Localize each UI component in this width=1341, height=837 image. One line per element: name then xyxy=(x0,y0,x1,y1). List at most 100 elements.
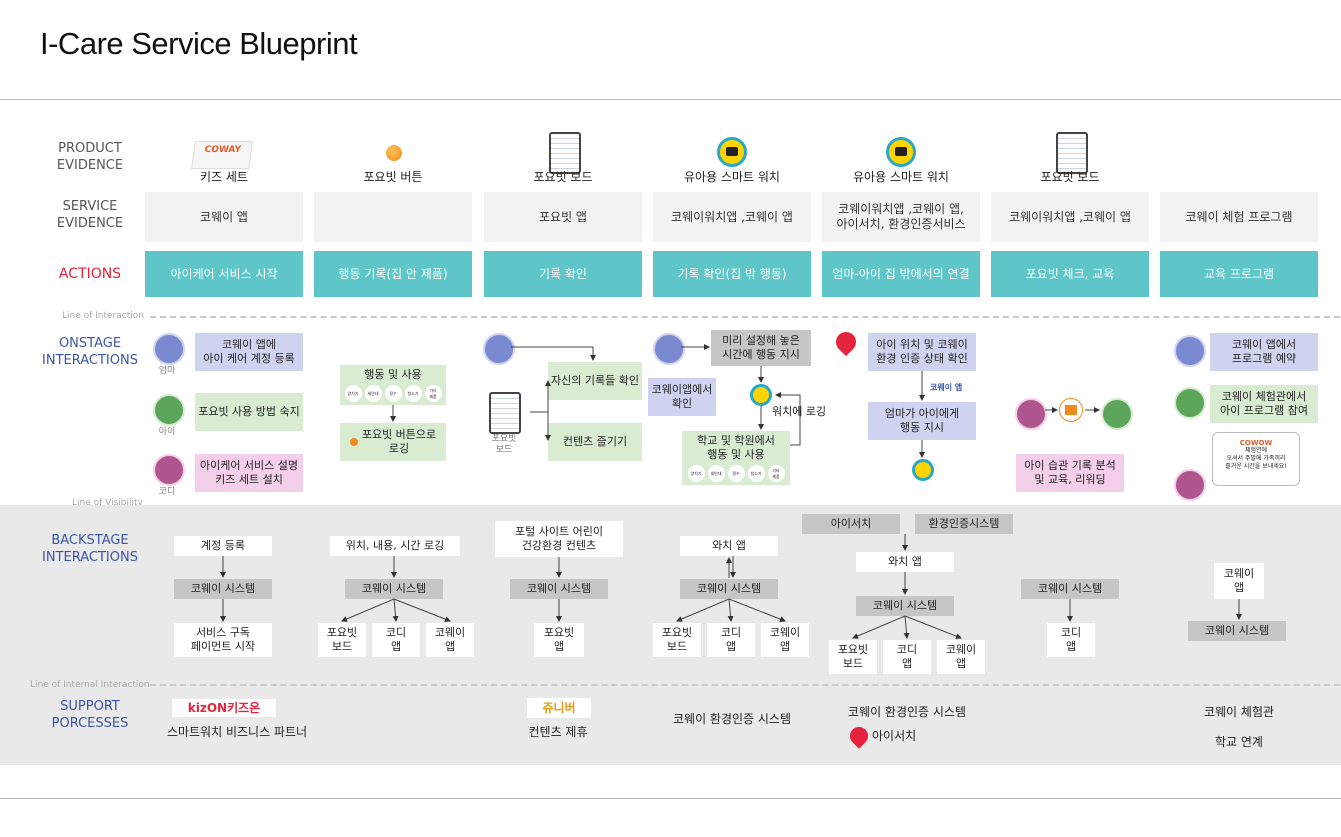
action-cell: 행동 기록(집 안 제품) xyxy=(314,251,472,297)
bottom-divider xyxy=(0,798,1341,799)
onstage-card: 코웨이 체험관에서 아이 프로그램 참여 xyxy=(1210,385,1318,423)
poyobit-button-icon xyxy=(386,145,402,161)
smartwatch-icon xyxy=(912,459,934,481)
coway-logo: COWOW xyxy=(1239,439,1273,447)
onstage-card: 미리 설정해 놓은 시간에 행동 지시 xyxy=(711,330,811,366)
product-evidence-label: 유아용 스마트 워치 xyxy=(684,169,780,184)
school-use-label: 학교 및 학원에서 행동 및 사용 xyxy=(697,434,775,461)
service-evidence-cell: 포요빗 앱 xyxy=(484,192,642,242)
button-logging-label: 포요빗 버튼으로 로깅 xyxy=(361,428,437,455)
action-cell: 기록 확인(집 밖 행동) xyxy=(653,251,811,297)
backstage-node: 코웨이 시스템 xyxy=(680,579,778,599)
backstage-node: 코웨이 시스템 xyxy=(1188,621,1286,641)
persona-label-mom: 엄마 xyxy=(158,366,176,376)
row-label-backstage: BACKSTAGE INTERACTIONS xyxy=(42,533,138,565)
smartwatch-icon xyxy=(886,137,916,167)
backstage-node: 코웨이 시스템 xyxy=(1021,579,1119,599)
gift-icon xyxy=(1059,398,1083,422)
poyobit-board-icon xyxy=(549,132,581,174)
backstage-node: 아이서치 xyxy=(802,514,900,534)
smartwatch-icon xyxy=(717,137,747,167)
cody-avatar xyxy=(153,454,185,486)
row-label-actions: ACTIONS xyxy=(58,266,122,282)
product-chip: 기타 제품 xyxy=(424,385,442,402)
persona-label-child: 아이 xyxy=(158,427,176,437)
line-of-interaction-label: Line of Interaction xyxy=(62,311,144,321)
onstage-card: 포요빗 사용 방법 숙지 xyxy=(195,393,303,431)
product-evidence-label: 유아용 스마트 워치 xyxy=(853,169,949,184)
backstage-node: 포요빗 보드 xyxy=(653,623,701,657)
support-text: 스마트워치 비즈니스 파트너 xyxy=(166,725,308,739)
child-avatar xyxy=(1174,387,1206,419)
backstage-node: 코웨이 시스템 xyxy=(174,579,272,599)
row-label-product-evidence: PRODUCT EVIDENCE xyxy=(56,141,124,173)
watch-logging-label: 워치에 로깅 xyxy=(772,405,827,418)
child-avatar xyxy=(1101,398,1133,430)
backstage-node: 포요빗 앱 xyxy=(534,623,584,657)
onstage-card: 아이 위치 및 코웨이 환경 인증 상태 확인 xyxy=(868,333,976,371)
child-avatar xyxy=(153,394,185,426)
product-chip: 세안대 xyxy=(364,385,382,402)
service-evidence-cell xyxy=(314,192,472,242)
title-divider xyxy=(0,99,1341,100)
service-evidence-cell: 코웨이 앱 xyxy=(145,192,303,242)
coway-app-label: 코웨이 앱 xyxy=(930,383,963,392)
poyobit-board-icon xyxy=(489,392,521,434)
action-cell: 포요빗 체크, 교육 xyxy=(991,251,1149,297)
line-of-interaction xyxy=(150,316,1340,318)
onstage-card: 컨텐츠 즐기기 xyxy=(548,423,642,461)
line-of-internal-interaction xyxy=(150,684,1340,686)
mom-avatar xyxy=(653,333,685,365)
service-evidence-cell: 코웨이워치앱 ,코웨이 앱 xyxy=(653,192,811,242)
row-label-service-evidence: SERVICE EVIDENCE xyxy=(56,199,124,231)
product-chip: 정수 xyxy=(384,385,402,402)
action-cell: 기록 확인 xyxy=(484,251,642,297)
persona-label-cody: 코디 xyxy=(158,487,176,497)
backstage-node: 와치 앱 xyxy=(680,536,778,556)
program-note-text: 체험연에 오셔서 주말에 가족끼리 즐거운 시간을 보내세요! xyxy=(1225,447,1287,470)
backstage-node: 계정 등록 xyxy=(174,536,272,556)
product-chip: 기타 제품 xyxy=(767,465,785,482)
backstage-node: 코디 앱 xyxy=(883,640,931,674)
onstage-card: 아이 습관 기록 분석 및 교육, 리워딩 xyxy=(1016,454,1124,492)
support-text: 코웨이 환경인증 시스템 xyxy=(672,712,792,726)
onstage-card: 코웨이 앱에서 프로그램 예약 xyxy=(1210,333,1318,371)
backstage-node: 코웨이 앱 xyxy=(761,623,809,657)
backstage-node: 코디 앱 xyxy=(372,623,420,657)
backstage-node: 위치, 내용, 시간 로깅 xyxy=(330,536,460,556)
onstage-card-use: 행동 및 사용 양치기 세안대 정수 청소기 기타 제품 xyxy=(340,365,446,405)
onstage-card-school: 학교 및 학원에서 행동 및 사용 양치기 세안대 정수 청소기 기타 제품 xyxy=(682,431,790,485)
action-cell: 교육 프로그램 xyxy=(1160,251,1318,297)
backstage-node: 포털 사이트 어린이 건강환경 컨텐츠 xyxy=(495,521,623,557)
mom-avatar xyxy=(153,333,185,365)
row-label-support: SUPPORT PORCESSES xyxy=(51,699,129,731)
isearch-pin-icon xyxy=(831,327,861,357)
row-label-onstage: ONSTAGE INTERACTIONS xyxy=(42,336,138,368)
poyobit-board-icon xyxy=(1056,132,1088,174)
backstage-node: 코웨이 시스템 xyxy=(510,579,608,599)
product-chip: 청소기 xyxy=(404,385,422,402)
product-chip: 양치기 xyxy=(687,465,705,482)
backstage-node: 코웨이 앱 xyxy=(1214,563,1264,599)
onstage-card: 포요빗 버튼으로 로깅 xyxy=(340,423,446,461)
product-chip: 양치기 xyxy=(344,385,362,402)
onstage-card: 코웨이 앱에 아이 케어 계정 등록 xyxy=(195,333,303,371)
mom-avatar xyxy=(1174,335,1206,367)
page-title: I-Care Service Blueprint xyxy=(40,26,358,61)
use-label: 행동 및 사용 xyxy=(364,368,422,381)
junior-naver-logo: 쥬니버 xyxy=(527,698,591,718)
backstage-node: 코웨이 시스템 xyxy=(345,579,443,599)
support-text: 코웨이 체험관 xyxy=(1203,705,1275,719)
kids-set-box-icon: COWAY xyxy=(191,141,253,169)
backstage-node: 코디 앱 xyxy=(1047,623,1095,657)
backstage-node: 환경인증시스템 xyxy=(915,514,1013,534)
action-cell: 엄마-아이 집 밖에서의 연결 xyxy=(822,251,980,297)
backstage-node: 코웨이 앱 xyxy=(937,640,985,674)
service-evidence-cell: 코웨이워치앱 ,코웨이 앱 xyxy=(991,192,1149,242)
onstage-card: 엄마가 아이에게 행동 지시 xyxy=(868,402,976,440)
service-evidence-cell: 코웨이워치앱 ,코웨이 앱, 아이서치, 환경인증서비스 xyxy=(822,192,980,242)
poyobit-board-label: 포요빗 보드 xyxy=(491,434,517,455)
support-text: 아이서치 xyxy=(872,729,917,743)
cody-avatar xyxy=(1015,398,1047,430)
backstage-node: 코디 앱 xyxy=(707,623,755,657)
